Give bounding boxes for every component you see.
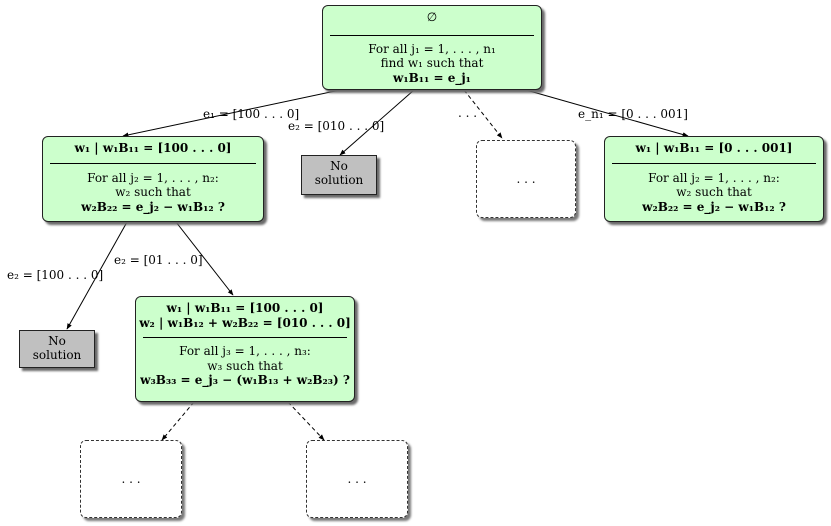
edge-root-right xyxy=(525,89,689,137)
edge-label-root-mid: e₂ = [010 . . . 0] xyxy=(288,119,385,133)
edge-left-right xyxy=(175,221,234,296)
edge-deep-left xyxy=(161,401,195,441)
root-line-2: find w₁ such that xyxy=(380,56,484,70)
edge-root-left xyxy=(122,89,341,138)
edge-deep-right xyxy=(287,401,325,441)
deep-node: w₁ | w₁B₁₁ = [100 . . . 0] w₂ | w₁B₁₂ + … xyxy=(135,296,355,402)
left-node-separator xyxy=(50,162,256,164)
edge-label-root-dots: . . . xyxy=(458,106,478,120)
placeholder-node-1: . . . xyxy=(476,140,576,218)
deep-node-line-1: For all j₃ = 1, . . . , n₃: xyxy=(179,344,311,358)
edge-label-root-left: e₁ = [100 . . . 0] xyxy=(203,107,300,121)
right-node-header: w₁ | w₁B₁₁ = [0 . . . 001] xyxy=(635,141,793,155)
edge-left-left xyxy=(66,221,128,330)
right-node-line-1: For all j₂ = 1, . . . , n₂: xyxy=(648,170,780,185)
edge-label-left-left: e₂ = [100 . . . 0] xyxy=(7,268,104,282)
placeholder-3-ellipsis: . . . xyxy=(347,471,367,486)
root-line-3: w₁B₁₁ = e_j₁ xyxy=(393,70,471,85)
placeholder-2-ellipsis: . . . xyxy=(121,471,141,486)
right-node-separator xyxy=(612,162,816,164)
no-solution-1-line-1: No xyxy=(330,159,348,173)
deep-node-line-2: w₃ such that xyxy=(207,358,283,373)
deep-node-header-1: w₁ | w₁B₁₁ = [100 . . . 0] xyxy=(166,301,324,315)
edge-root-mid xyxy=(339,89,415,156)
no-solution-1-line-2: solution xyxy=(314,173,364,187)
deep-node-line-3: w₃B₃₃ = e_j₃ − (w₁B₁₃ + w₂B₂₃) ? xyxy=(140,373,350,387)
root-line-1: For all j₁ = 1, . . . , n₁ xyxy=(368,41,496,56)
edge-root-dots xyxy=(463,89,503,139)
left-node-line-1: For all j₂ = 1, . . . , n₂: xyxy=(87,170,219,185)
right-node: w₁ | w₁B₁₁ = [0 . . . 001] For all j₂ = … xyxy=(604,136,824,222)
left-node-line-3: w₂B₂₂ = e_j₂ − w₁B₁₂ ? xyxy=(81,199,225,214)
no-solution-2-line-1: No xyxy=(48,334,66,348)
root-node: ∅ For all j₁ = 1, . . . , n₁ find w₁ suc… xyxy=(322,5,542,90)
left-node-header: w₁ | w₁B₁₁ = [100 . . . 0] xyxy=(74,141,232,155)
left-node: w₁ | w₁B₁₁ = [100 . . . 0] For all j₂ = … xyxy=(42,136,264,222)
deep-node-header-2: w₂ | w₁B₁₂ + w₂B₂₂ = [010 . . . 0] xyxy=(139,315,351,330)
placeholder-node-3: . . . xyxy=(306,440,408,518)
edge-label-root-right: e_n₁ = [0 . . . 001] xyxy=(578,107,688,121)
left-node-line-2: w₂ such that xyxy=(115,185,191,199)
right-node-line-3: w₂B₂₂ = e_j₂ − w₁B₁₂ ? xyxy=(642,199,786,214)
no-solution-box-1: No solution xyxy=(301,155,377,195)
root-separator xyxy=(330,34,534,36)
right-node-line-2: w₂ such that xyxy=(676,185,752,199)
no-solution-2-line-2: solution xyxy=(32,348,82,362)
no-solution-box-2: No solution xyxy=(19,330,95,368)
placeholder-1-ellipsis: . . . xyxy=(516,171,536,186)
root-empty-set: ∅ xyxy=(426,10,438,24)
edge-label-left-right: e₂ = [01 . . . 0] xyxy=(114,253,203,267)
placeholder-node-2: . . . xyxy=(80,440,182,518)
deep-node-separator xyxy=(143,337,347,338)
